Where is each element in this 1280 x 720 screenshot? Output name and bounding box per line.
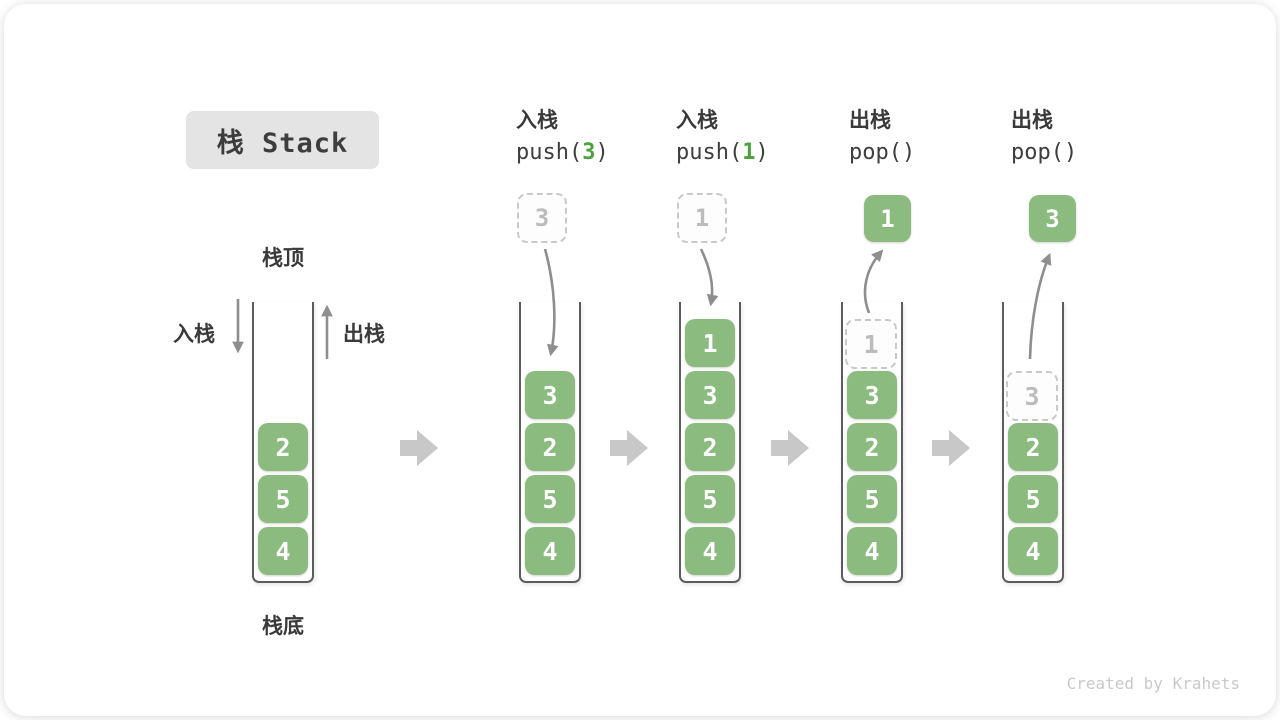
step-header-pop-1: 出栈 pop() <box>849 106 915 170</box>
incoming-value-box: 1 <box>677 193 727 243</box>
stack-cell: 4 <box>525 527 575 575</box>
stack-cell: 5 <box>1008 475 1058 523</box>
stack-well-pop-1: 1 3 2 5 4 <box>841 302 903 583</box>
step-code: push(1) <box>676 140 769 165</box>
step-label: 入栈 <box>516 109 558 132</box>
step-header-push-1: 入栈 push(1) <box>676 106 769 170</box>
incoming-value-box: 3 <box>517 193 567 243</box>
stack-well-push-3: 3 2 5 4 <box>519 302 581 583</box>
stack-well-push-1: 1 3 2 5 4 <box>679 302 741 583</box>
stack-cell: 2 <box>1008 423 1058 471</box>
step-header-pop-3: 出栈 pop() <box>1011 106 1077 170</box>
stack-well-pop-3: 3 2 5 4 <box>1002 302 1064 583</box>
stack-cell: 2 <box>847 423 897 471</box>
stack-cell: 2 <box>258 423 308 471</box>
stack-cell: 2 <box>525 423 575 471</box>
stack-cell: 1 <box>685 319 735 367</box>
stack-well-initial: 2 5 4 <box>252 302 314 583</box>
stack-cell: 5 <box>525 475 575 523</box>
stack-cell: 5 <box>847 475 897 523</box>
stack-cell: 4 <box>1008 527 1058 575</box>
credit-text: Created by Krahets <box>1066 674 1240 693</box>
stack-cell: 3 <box>525 371 575 419</box>
stack-cell: 4 <box>847 527 897 575</box>
popped-value-box: 3 <box>1029 195 1076 242</box>
diagram-title: 栈 Stack <box>186 111 379 169</box>
step-label: 出栈 <box>1011 109 1053 132</box>
ghost-cell: 1 <box>845 319 897 369</box>
stack-top-label: 栈顶 <box>262 247 304 270</box>
stack-cell: 5 <box>258 475 308 523</box>
stack-cell: 3 <box>847 371 897 419</box>
step-code: pop() <box>849 140 916 165</box>
step-label: 入栈 <box>676 109 718 132</box>
popped-value-box: 1 <box>864 195 911 242</box>
stack-cell: 3 <box>685 371 735 419</box>
step-label: 出栈 <box>849 109 891 132</box>
stack-bottom-label: 栈底 <box>262 615 304 638</box>
push-direction-label: 入栈 <box>173 323 215 346</box>
stack-cell: 2 <box>685 423 735 471</box>
ghost-cell: 3 <box>1006 371 1058 421</box>
stack-cell: 4 <box>258 527 308 575</box>
step-code: push(3) <box>516 140 609 165</box>
stack-cell: 5 <box>685 475 735 523</box>
step-code: pop() <box>1011 140 1078 165</box>
pop-direction-label: 出栈 <box>343 323 385 346</box>
stack-cell: 4 <box>685 527 735 575</box>
step-header-push-3: 入栈 push(3) <box>516 106 609 170</box>
